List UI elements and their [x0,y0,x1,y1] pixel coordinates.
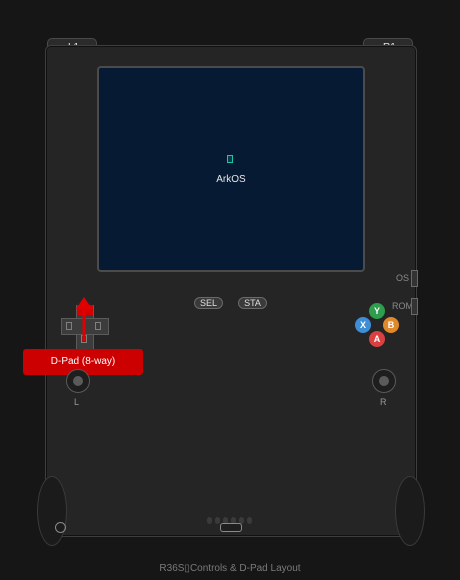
app-name: ArkOS [216,174,246,185]
screen: ArkOS [97,66,365,272]
dpad[interactable] [61,297,109,350]
right-stick-cap [379,376,389,386]
right-grip [395,476,425,546]
b-label: B [387,320,395,330]
select-label: SEL [199,298,217,308]
os-button[interactable] [411,270,418,287]
y-label: Y [373,306,380,316]
speaker-grille [207,517,255,525]
up-arrow-icon [76,297,92,341]
caption: R36S▯Controls & D-Pad Layout [159,563,301,574]
dpad-tooltip-text: D-Pad (8-way) [50,356,116,367]
x-label: X [359,320,366,330]
power-indicator [55,522,66,533]
left-stick-cap [73,376,83,386]
left-grip [37,476,67,546]
b-button[interactable]: B [383,317,399,333]
left-stick-label: L [74,397,80,407]
a-label: A [373,334,381,344]
left-stick[interactable] [66,369,90,393]
right-stick-label: R [380,397,387,407]
start-button[interactable]: STA [238,297,267,309]
os-label: OS [396,273,410,283]
y-button[interactable]: Y [369,303,385,319]
usb-port [220,523,242,532]
dpad-right-marker [95,322,101,330]
right-stick[interactable] [372,369,396,393]
app-icon [227,155,233,163]
dpad-left-marker [66,322,72,330]
rom-button[interactable] [411,298,418,315]
select-button[interactable]: SEL [194,297,223,309]
rom-label: ROM [392,301,413,311]
start-label: STA [244,298,261,308]
x-button[interactable]: X [355,317,371,333]
a-button[interactable]: A [369,331,385,347]
